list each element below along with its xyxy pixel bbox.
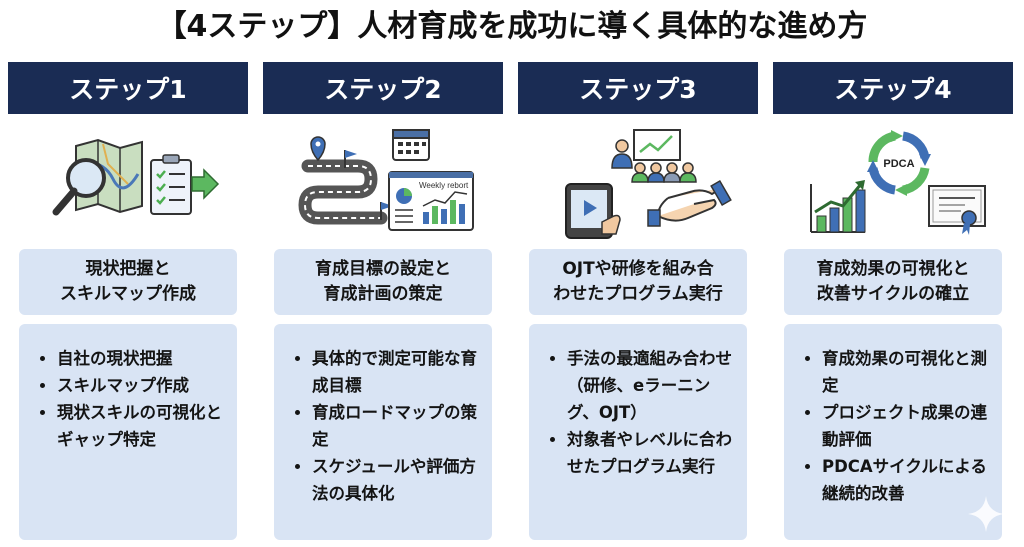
svg-text:PDCA: PDCA: [883, 158, 914, 170]
step-2-subtitle: 育成目標の設定と 育成計画の策定: [274, 249, 492, 315]
step-3-subtitle-line-2: わせたプログラム実行: [553, 284, 723, 304]
step-1-bullet: スキルマップ作成: [57, 372, 227, 399]
step-2-details: 具体的で測定可能な育成目標 育成ロードマップの策定 スケジュールや評価方法の具体…: [274, 324, 492, 540]
step-1-details: 自社の現状把握 スキルマップ作成 現状スキルの可視化とギャップ特定: [19, 324, 237, 540]
roadmap-icon: [298, 136, 393, 225]
svg-text:Weekly rebort: Weekly rebort: [419, 181, 469, 190]
page-title: 【4ステップ】人材育成を成功に導く具体的な進め方: [156, 9, 868, 44]
step-3-bullet: 手法の最適組み合わせ（研修、eラーニング、OJT）: [567, 345, 737, 426]
elearning-tablet-icon: [565, 183, 621, 239]
step-3-column: ステップ3 OJTや研修を組み合: [518, 62, 758, 542]
step-4-subtitle-line-2: 改善サイクルの確立: [816, 284, 970, 304]
step-2-subtitle-line-1: 育成目標の設定と: [315, 259, 451, 279]
step-4-header: ステップ4: [773, 62, 1013, 114]
step-3-bullet: 対象者やレベルに合わせたプログラム実行: [567, 426, 737, 480]
step-1-bullet: 現状スキルの可視化とギャップ特定: [57, 399, 227, 453]
step-4-bullet: プロジェクト成果の連動評価: [822, 399, 992, 453]
handshake-icon: [647, 179, 732, 227]
sparkle-icon: [968, 496, 1004, 532]
step-2-header: ステップ2: [263, 62, 503, 114]
step-2-bullet: 具体的で測定可能な育成目標: [312, 345, 482, 399]
step-4-illustration: PDCA: [810, 130, 986, 235]
training-presentation-icon: [611, 129, 697, 183]
step-4-bullet: 育成効果の可視化と測定: [822, 345, 992, 399]
step-3-illustration: [565, 129, 732, 239]
step-1-illustration: [52, 138, 220, 216]
step-3-details: 手法の最適組み合わせ（研修、eラーニング、OJT） 対象者やレベルに合わせたプロ…: [529, 324, 747, 540]
pdca-cycle-icon: PDCA: [867, 130, 931, 196]
step-2-bullet: 育成ロードマップの策定: [312, 399, 482, 453]
step-3-subtitle-line-1: OJTや研修を組み合: [562, 259, 714, 279]
step-4-subtitle-line-1: 育成効果の可視化と: [816, 259, 970, 279]
step-1-subtitle: 現状把握と スキルマップ作成: [19, 249, 237, 315]
step-1-subtitle-line-1: 現状把握と: [85, 259, 171, 279]
calendar-icon: [392, 129, 430, 161]
step-1-column: ステップ1 現状把握と スキルマップ作成 自社の現状把握: [8, 62, 248, 542]
step-2-illustration: Weekly rebort: [298, 129, 474, 231]
step-4-column: ステップ4 PDCA: [773, 62, 1013, 542]
step-1-bullet: 自社の現状把握: [57, 345, 227, 372]
step-4-subtitle: 育成効果の可視化と 改善サイクルの確立: [784, 249, 1002, 315]
step-4-details: 育成効果の可視化と測定 プロジェクト成果の連動評価 PDCAサイクルによる継続的…: [784, 324, 1002, 540]
certificate-icon: [928, 185, 986, 235]
step-3-header: ステップ3: [518, 62, 758, 114]
map-magnifier-icon: [52, 138, 143, 216]
step-4-bullet: PDCAサイクルによる継続的改善: [822, 453, 992, 507]
step-2-subtitle-line-2: 育成計画の策定: [323, 284, 443, 304]
step-2-bullet: スケジュールや評価方法の具体化: [312, 453, 482, 507]
growth-chart-icon: [810, 180, 866, 233]
checklist-clipboard-icon: [150, 154, 220, 215]
step-1-header: ステップ1: [8, 62, 248, 114]
weekly-report-icon: Weekly rebort: [388, 171, 474, 231]
step-2-column: ステップ2 Weekly rebort: [263, 62, 503, 542]
step-1-subtitle-line-2: スキルマップ作成: [60, 284, 196, 304]
step-3-subtitle: OJTや研修を組み合 わせたプログラム実行: [529, 249, 747, 315]
